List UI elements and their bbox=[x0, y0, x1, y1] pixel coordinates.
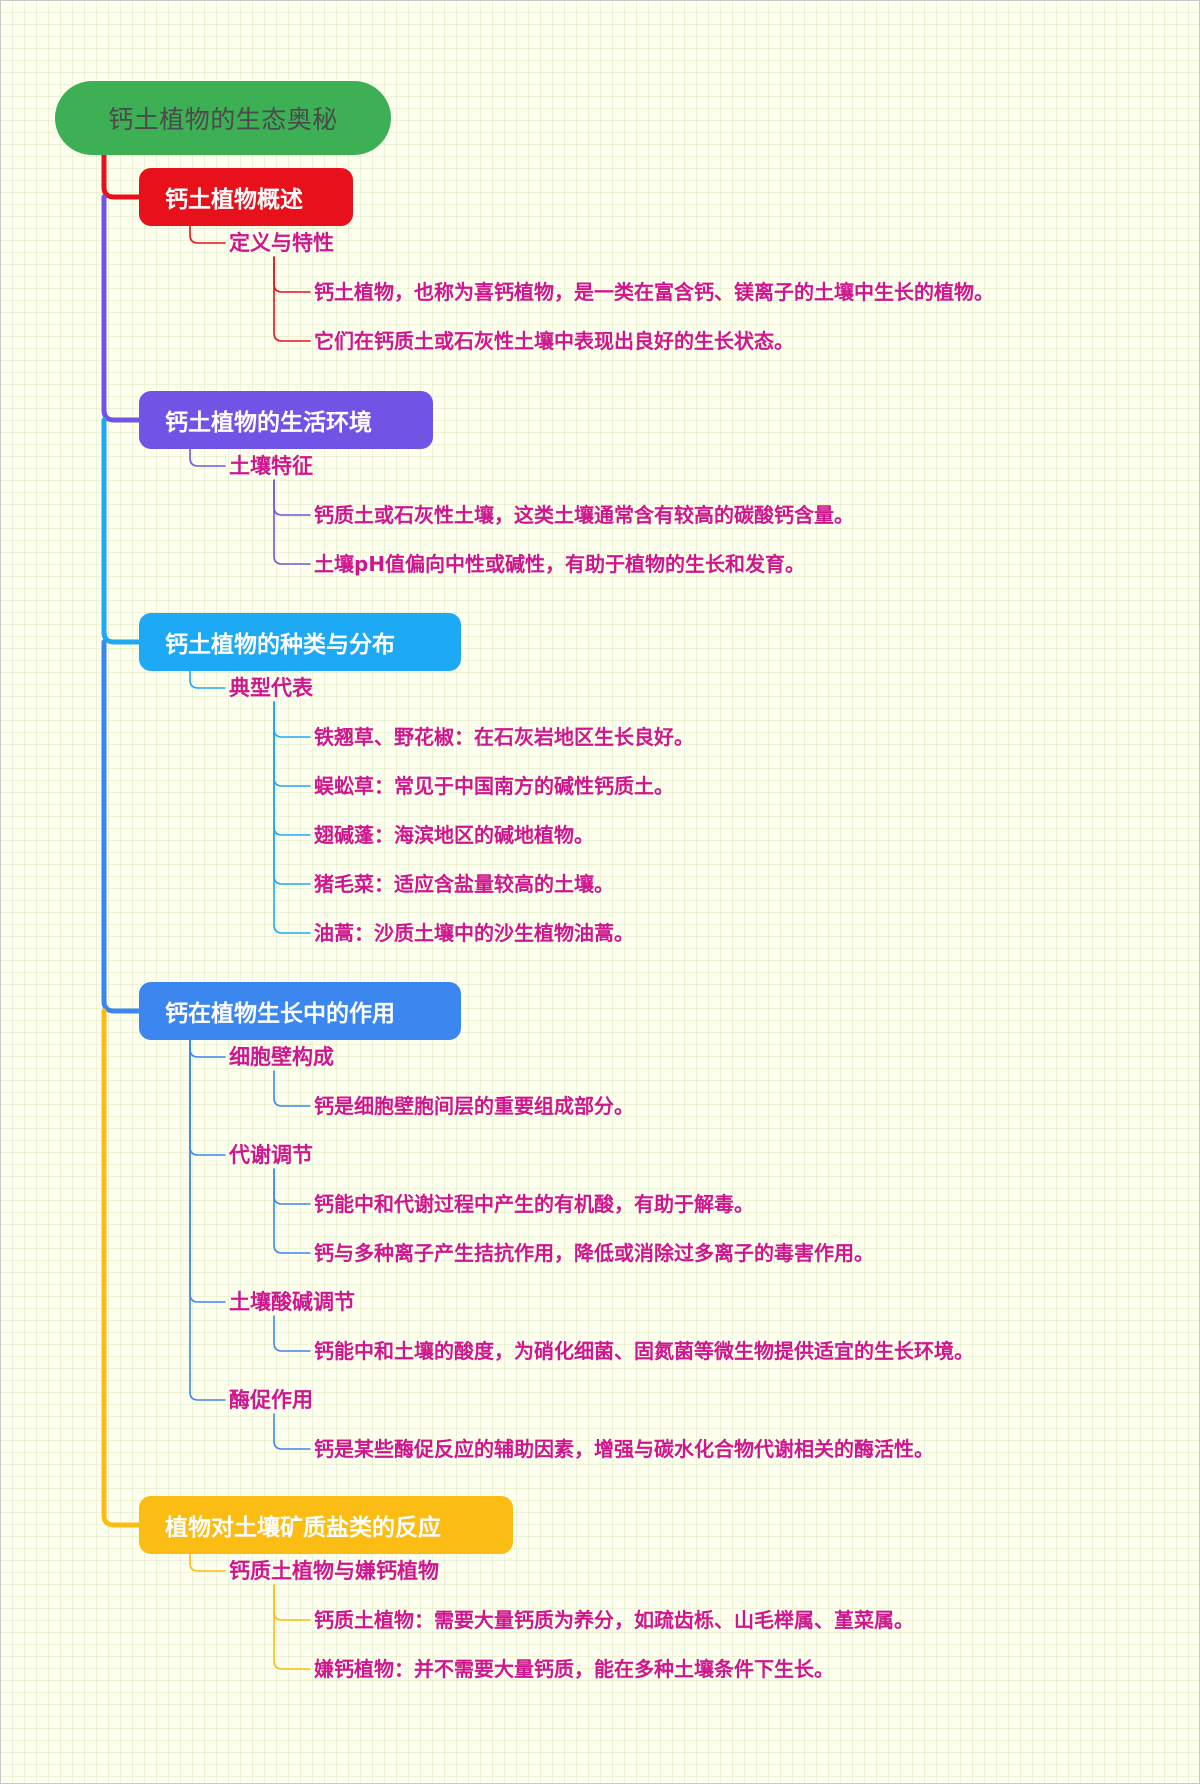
section-topic-3: 钙土植物的种类与分布 bbox=[139, 613, 461, 671]
subtopic: 酶促作用 bbox=[229, 1388, 313, 1412]
leaf-item: 钙质土或石灰性土壤，这类土壤通常含有较高的碳酸钙含量。 bbox=[314, 503, 854, 527]
leaf-connector bbox=[273, 1315, 311, 1352]
leaf-item: 猪毛菜：适应含盐量较高的土壤。 bbox=[314, 872, 614, 896]
leaf-item: 土壤pH值偏向中性或碱性，有助于植物的生长和发育。 bbox=[314, 552, 806, 576]
leaf-connector bbox=[273, 701, 311, 934]
subtopic-connector bbox=[189, 1553, 226, 1572]
leaf-item: 钙能中和土壤的酸度，为硝化细菌、固氮菌等微生物提供适宜的生长环境。 bbox=[314, 1339, 974, 1363]
subtopic-connector bbox=[189, 1039, 226, 1401]
subtopic: 典型代表 bbox=[229, 676, 313, 700]
trunk-connector bbox=[101, 417, 142, 645]
leaf-item: 它们在钙质土或石灰性土壤中表现出良好的生长状态。 bbox=[314, 329, 794, 353]
subtopic: 代谢调节 bbox=[229, 1143, 313, 1167]
leaf-item: 钙是细胞壁胞间层的重要组成部分。 bbox=[314, 1094, 634, 1118]
leaf-item: 翅碱蓬：海滨地区的碱地植物。 bbox=[314, 823, 594, 847]
leaf-connector bbox=[273, 1070, 311, 1107]
leaf-connector bbox=[273, 1168, 311, 1254]
leaf-item: 铁翘草、野花椒：在石灰岩地区生长良好。 bbox=[314, 725, 694, 749]
leaf-connector bbox=[273, 1584, 311, 1670]
section-topic-4: 钙在植物生长中的作用 bbox=[139, 982, 461, 1040]
subtopic-connector bbox=[189, 670, 226, 689]
trunk-connector bbox=[101, 194, 142, 423]
subtopic: 土壤特征 bbox=[229, 454, 313, 478]
leaf-item: 钙质土植物：需要大量钙质为养分，如疏齿栎、山毛榉属、堇菜属。 bbox=[314, 1608, 914, 1632]
trunk-connector bbox=[101, 639, 142, 1014]
trunk-connector bbox=[101, 1008, 142, 1528]
root-topic: 钙土植物的生态奥秘 bbox=[55, 81, 391, 155]
leaf-item: 钙土植物，也称为喜钙植物，是一类在富含钙、镁离子的土壤中生长的植物。 bbox=[314, 280, 994, 304]
trunk-connector bbox=[101, 152, 142, 200]
subtopic: 定义与特性 bbox=[229, 231, 334, 255]
leaf-item: 钙能中和代谢过程中产生的有机酸，有助于解毒。 bbox=[314, 1192, 754, 1216]
section-topic-2: 钙土植物的生活环境 bbox=[139, 391, 433, 449]
leaf-item: 蜈蚣草：常见于中国南方的碱性钙质土。 bbox=[314, 774, 674, 798]
leaf-item: 油蒿：沙质土壤中的沙生植物油蒿。 bbox=[314, 921, 634, 945]
leaf-item: 钙是某些酶促反应的辅助因素，增强与碳水化合物代谢相关的酶活性。 bbox=[314, 1437, 934, 1461]
section-topic-1: 钙土植物概述 bbox=[139, 168, 353, 226]
leaf-connector bbox=[273, 479, 311, 565]
leaf-connector bbox=[273, 256, 311, 342]
leaf-connector bbox=[273, 1413, 311, 1450]
subtopic: 细胞壁构成 bbox=[229, 1045, 334, 1069]
subtopic-connector bbox=[189, 225, 226, 244]
leaf-item: 钙与多种离子产生拮抗作用，降低或消除过多离子的毒害作用。 bbox=[314, 1241, 874, 1265]
leaf-item: 嫌钙植物：并不需要大量钙质，能在多种土壤条件下生长。 bbox=[314, 1657, 834, 1681]
subtopic: 钙质土植物与嫌钙植物 bbox=[229, 1559, 439, 1583]
subtopic-connector bbox=[189, 448, 226, 467]
section-topic-5: 植物对土壤矿质盐类的反应 bbox=[139, 1496, 513, 1554]
subtopic: 土壤酸碱调节 bbox=[229, 1290, 355, 1314]
